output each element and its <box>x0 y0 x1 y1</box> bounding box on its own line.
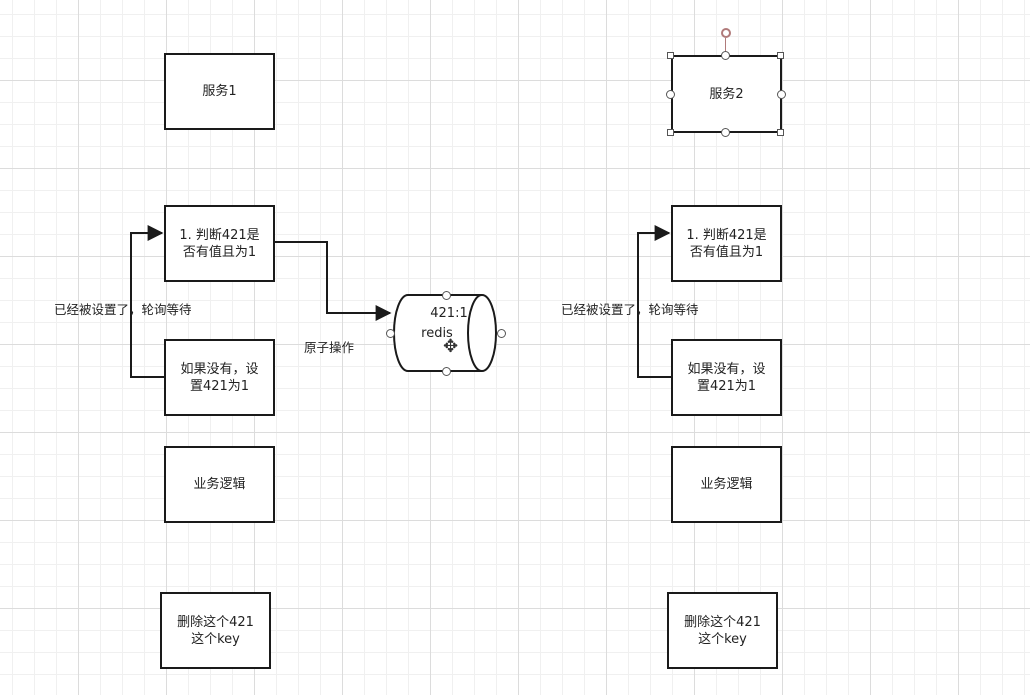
left-logic-box[interactable]: 业务逻辑 <box>164 446 275 523</box>
move-icon[interactable]: ✥ <box>443 336 459 357</box>
service-2-handle-bottom[interactable] <box>721 128 730 137</box>
redis-handle-right[interactable] <box>497 329 506 338</box>
service-1-box[interactable]: 服务1 <box>164 53 275 130</box>
service-2-handle-left[interactable] <box>666 90 675 99</box>
right-loop-label: 已经被设置了，轮询等待 <box>561 302 699 317</box>
rotate-stem <box>725 38 726 52</box>
redis-cylinder[interactable] <box>393 294 497 372</box>
redis-handle-top[interactable] <box>442 291 451 300</box>
atomic-arrow[interactable] <box>275 241 392 321</box>
rotate-handle-icon[interactable] <box>721 28 731 38</box>
right-set-box[interactable]: 如果没有，设 置421为1 <box>671 339 782 416</box>
redis-handle-left[interactable] <box>386 329 395 338</box>
left-check-box[interactable]: 1. 判断421是 否有值且为1 <box>164 205 275 282</box>
service-2-handle-right[interactable] <box>777 90 786 99</box>
resize-handle-ne[interactable] <box>777 52 784 59</box>
left-loop-label: 已经被设置了，轮询等待 <box>54 302 192 317</box>
right-loop-arrow[interactable] <box>637 225 671 378</box>
right-delete-box[interactable]: 删除这个421 这个key <box>667 592 778 669</box>
redis-handle-bottom[interactable] <box>442 367 451 376</box>
left-loop-arrow[interactable] <box>130 225 164 378</box>
right-logic-box[interactable]: 业务逻辑 <box>671 446 782 523</box>
redis-name-label: redis <box>421 326 453 341</box>
left-set-box[interactable]: 如果没有，设 置421为1 <box>164 339 275 416</box>
service-2-box[interactable]: 服务2 <box>671 55 782 133</box>
resize-handle-nw[interactable] <box>667 52 674 59</box>
service-2-handle-top[interactable] <box>721 51 730 60</box>
resize-handle-se[interactable] <box>777 129 784 136</box>
redis-value-label: 421:1 <box>430 306 468 321</box>
resize-handle-sw[interactable] <box>667 129 674 136</box>
left-delete-box[interactable]: 删除这个421 这个key <box>160 592 271 669</box>
right-check-box[interactable]: 1. 判断421是 否有值且为1 <box>671 205 782 282</box>
atomic-operation-label: 原子操作 <box>304 340 355 355</box>
